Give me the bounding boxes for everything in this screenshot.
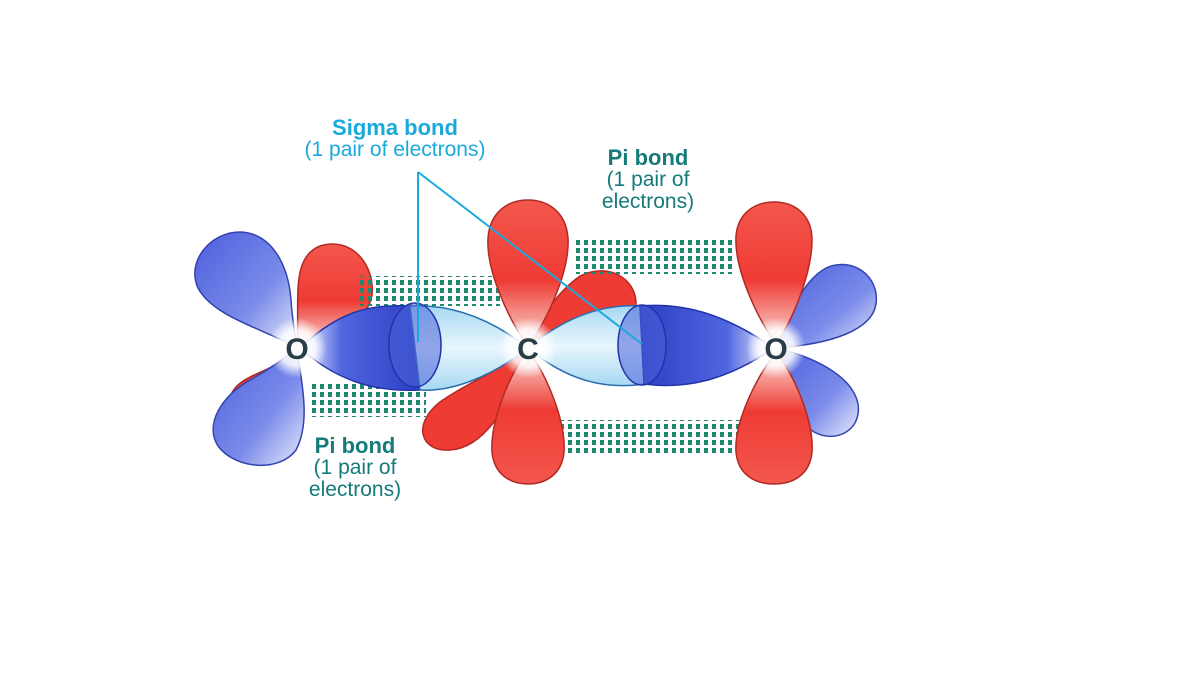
- pi-bond-top-title: Pi bond: [607, 145, 689, 170]
- carbon-glow: [498, 318, 558, 378]
- atom-label-right-oxygen: O: [764, 333, 787, 366]
- carbon-orbitals-front: [487, 199, 569, 485]
- right-o-glow: [746, 318, 806, 378]
- pi-dash-upper-right: [572, 240, 732, 274]
- pi-bond-label-bottom: Pi bond (1 pair of electrons): [275, 434, 435, 501]
- pi-dash-lower-right: [556, 420, 746, 456]
- pi-bond-bottom-sub-line2: electrons): [308, 478, 402, 502]
- sigma-leader-lines: [417, 171, 643, 345]
- sigma-right-overlap-ring: [617, 304, 667, 386]
- left-o-glow: [267, 318, 327, 378]
- carbon-red-lobe-bottom: [491, 348, 565, 485]
- atom-label-left-oxygen: O: [285, 333, 308, 366]
- sigma-bond-label: Sigma bond (1 pair of electrons): [270, 116, 520, 161]
- right-oxygen-orbitals: [735, 201, 878, 485]
- left-o-blue-lobe-lower: [212, 346, 305, 467]
- right-o-red-lobe-top: [735, 201, 813, 346]
- right-o-red-lobe-bottom: [735, 350, 813, 485]
- pi-bond-bottom-sub-line1: (1 pair of: [313, 456, 397, 480]
- pi-bond-bottom-title: Pi bond: [314, 433, 396, 458]
- left-o-blue-lobe-upper: [194, 231, 298, 350]
- sigma-leader-line-right: [417, 171, 643, 345]
- sigma-bond-subtitle: (1 pair of electrons): [304, 138, 486, 162]
- sigma-left-overlap-ring: [388, 302, 442, 388]
- carbon-red-lobe-top: [487, 199, 569, 348]
- sigma-bond-title: Sigma bond: [332, 115, 458, 140]
- pi-bond-label-top: Pi bond (1 pair of electrons): [568, 146, 728, 213]
- pi-bond-dashes: [308, 240, 746, 456]
- pi-bond-top-sub-line1: (1 pair of: [606, 168, 690, 192]
- pi-dash-upper-left: [360, 276, 510, 306]
- pi-bond-top-sub-line2: electrons): [601, 190, 695, 214]
- atom-label-carbon: C: [517, 333, 539, 366]
